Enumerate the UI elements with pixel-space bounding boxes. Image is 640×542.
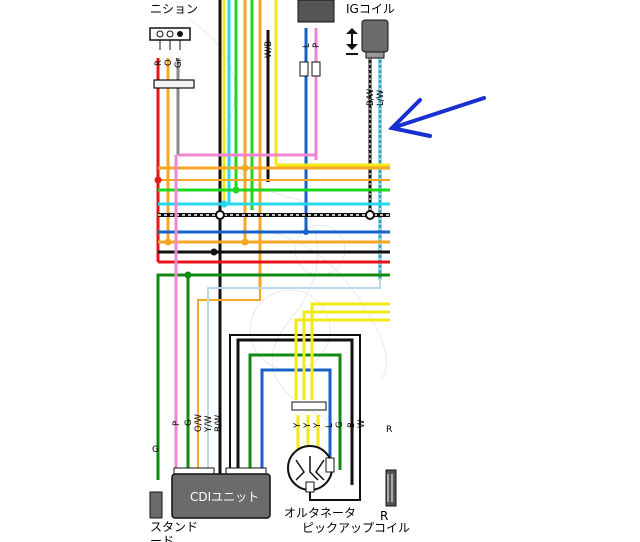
code-coil-lw: L/W (376, 89, 386, 106)
code-alt-l: L (325, 423, 335, 428)
code-cdi-bw: B/W (214, 414, 224, 432)
ig-coil (346, 19, 389, 59)
code-p-top: P (312, 43, 322, 48)
left-fragment-label: G (152, 445, 159, 455)
code-alt-w: W (357, 419, 367, 428)
code-cdi-p: P (172, 421, 182, 426)
code-alt-b: B (347, 422, 357, 428)
lower-wires (229, 302, 390, 490)
ignition-switch (149, 27, 195, 89)
wire-code-labels: R O Gr W/B L P B/W L/W P G O/W Y/W B/W Y… (154, 41, 386, 433)
code-l-top: L (302, 43, 312, 48)
cdi-unit-label: CDIユニット (190, 490, 259, 504)
code-alt-y1: Y (293, 422, 303, 429)
pickup-coil-label: ピックアップコイル (302, 521, 410, 535)
code-cdi-yw: Y/W (204, 415, 214, 433)
side-stand-label-2: ード (150, 534, 174, 542)
code-alt-g: G (335, 421, 345, 428)
code-cdi-g: G (184, 419, 194, 426)
ig-coil-label: IGコイル (346, 2, 395, 16)
right-component (385, 469, 397, 507)
alternator-connector (291, 401, 327, 411)
code-coil-bw: B/W (366, 88, 376, 106)
alternator (287, 445, 361, 501)
ign-connector (153, 79, 195, 89)
connector-p (311, 61, 321, 77)
right-fragment-label: R (380, 509, 388, 523)
ignition-label: ニション (150, 2, 198, 16)
horizontal-wires (156, 140, 390, 480)
annotation-arrow (387, 96, 486, 138)
code-cdi-ow: O/W (194, 413, 204, 432)
alternator-label: オルタネータ (284, 506, 356, 520)
right-fragment-label-2: R (386, 425, 392, 435)
code-ign-gr: Gr (174, 57, 184, 68)
side-stand-label: スタンド (150, 520, 198, 534)
code-ign-r: R (154, 60, 164, 66)
code-ign-o: O (164, 59, 174, 66)
junction-dots (154, 164, 375, 279)
code-alt-y3: Y (313, 422, 323, 429)
top-component-box (297, 0, 335, 23)
connector-l (299, 61, 309, 77)
code-wb-top: W/B (264, 41, 274, 58)
cdi-unit (171, 467, 271, 519)
code-alt-y2: Y (303, 422, 313, 429)
side-stand-box (149, 491, 163, 519)
